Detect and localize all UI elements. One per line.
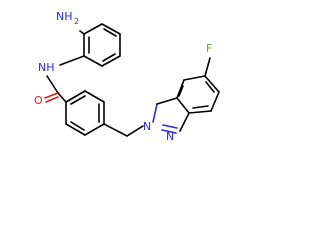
fluorine-label: F xyxy=(206,42,212,55)
amine-subscript: 2 xyxy=(74,17,79,26)
structure-canvas: NH 2 NH O N N xyxy=(34,10,220,143)
indazole-n1-label: N xyxy=(166,130,174,143)
methylene-bond-a xyxy=(103,123,128,137)
carbonyl-to-ring-bond xyxy=(57,92,67,103)
indazole-benzo-ring xyxy=(176,75,220,114)
ring-to-nh-bond xyxy=(59,55,85,66)
indazole-n2-label: N xyxy=(143,120,151,133)
aminophenyl-ring xyxy=(83,23,121,67)
molecule-diagram: NH 2 NH O N N xyxy=(34,10,220,143)
amine-label: NH xyxy=(56,10,73,23)
carbonyl-oxygen-label: O xyxy=(34,94,43,107)
indazole-pyrazole-ring xyxy=(152,97,190,134)
fluorine-bond xyxy=(204,57,211,77)
nh-to-carbonyl-bond xyxy=(46,75,59,94)
amide-nh-label: NH xyxy=(38,61,55,74)
carbonyl-double-bond-b xyxy=(45,96,59,103)
amine-bond xyxy=(79,30,85,35)
benzamide-ring xyxy=(65,90,105,136)
carbonyl-double-bond-a xyxy=(44,92,59,99)
methylene-bond-b xyxy=(126,125,144,137)
